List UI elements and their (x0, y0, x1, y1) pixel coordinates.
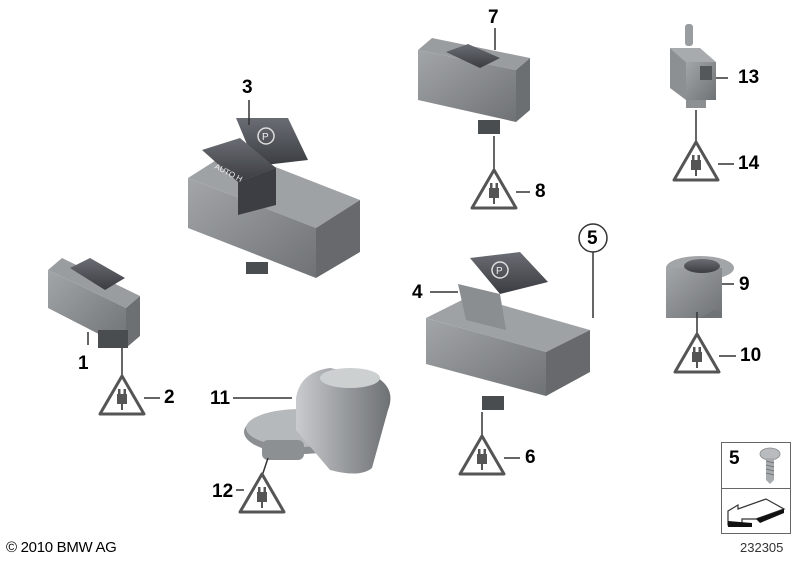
part-2-connector-icon (98, 374, 146, 416)
part-9-round-switch[interactable] (666, 256, 734, 318)
legend-box: 5 (721, 442, 791, 534)
legend-item-number: 5 (729, 448, 740, 469)
callout-5: 5 (587, 228, 598, 249)
callout-3: 3 (242, 77, 253, 98)
callout-14: 14 (738, 153, 760, 174)
part-7-seat-switch[interactable] (418, 38, 530, 134)
diagram-number: 232305 (740, 540, 784, 555)
callout-9: 9 (739, 274, 750, 295)
copyright-text: © 2010 BMW AG (6, 539, 117, 556)
callout-11: 11 (210, 388, 231, 409)
part-4-parking-switch[interactable]: P (426, 252, 590, 410)
part-11-trim-cover[interactable] (244, 368, 391, 474)
callout-6: 6 (525, 447, 536, 468)
screw-icon (759, 447, 781, 484)
callout-13: 13 (738, 67, 760, 88)
callout-7: 7 (488, 7, 499, 28)
installation-arrow-icon (727, 498, 786, 527)
part-14-connector-icon (672, 140, 720, 182)
part-8-connector-icon (470, 168, 518, 210)
part-13-pin-switch[interactable] (670, 24, 716, 108)
callout-10: 10 (740, 345, 762, 366)
part-10-connector-icon (673, 332, 721, 374)
parking-symbol: P (262, 132, 269, 143)
part-3-parking-auto-h-switch[interactable]: P AUTO H (188, 118, 360, 278)
part-12-connector-icon (238, 472, 286, 514)
callout-1: 1 (78, 353, 89, 374)
part-6-connector-icon (458, 434, 506, 476)
callout-8: 8 (535, 181, 546, 202)
parking-symbol: P (496, 266, 503, 277)
part-1-small-switch[interactable] (48, 258, 140, 348)
legend-divider (722, 488, 790, 489)
callout-4: 4 (412, 282, 423, 303)
callout-2: 2 (164, 387, 175, 408)
callout-12: 12 (212, 481, 234, 502)
